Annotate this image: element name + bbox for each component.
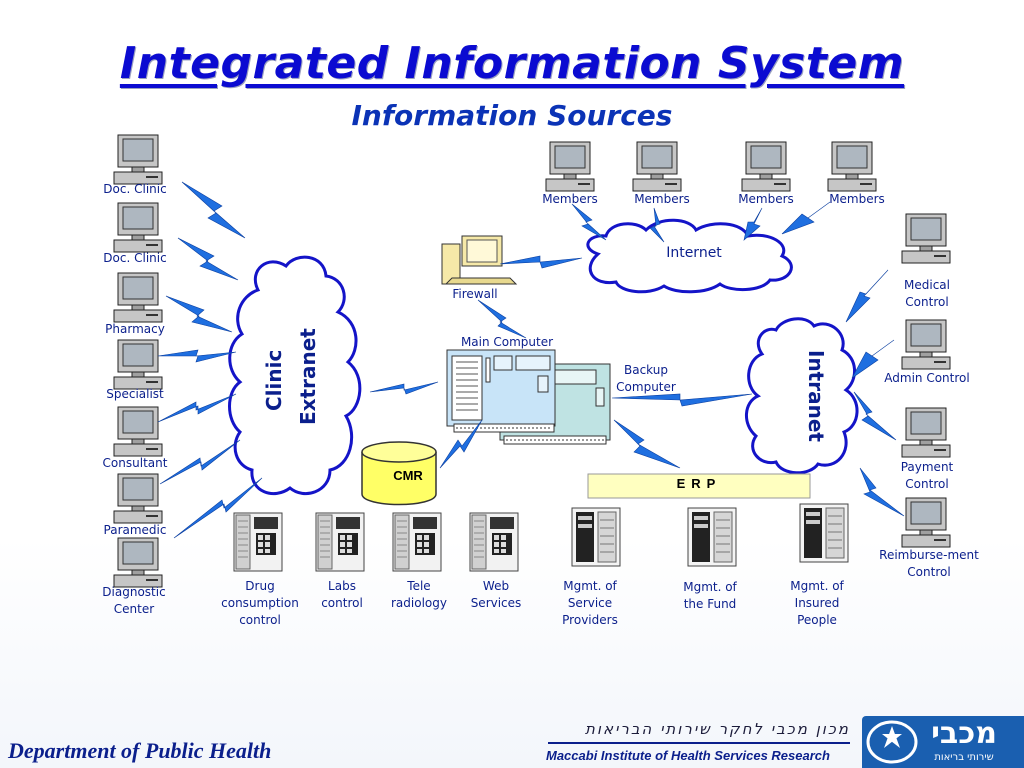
pc-icon: [632, 141, 682, 192]
pc-icon: [901, 497, 951, 548]
service-label-labs-control: Labs control: [321, 579, 363, 610]
clinic-extranet-label-line1: Clinic: [262, 349, 286, 411]
node-label-firewall: Firewall: [452, 287, 498, 301]
lightning-icon: [181, 181, 246, 239]
maccabi-star-icon: [866, 720, 918, 764]
intranet-cloud: [745, 317, 859, 475]
lightning-icon: [157, 393, 237, 423]
backup-computer-label: Backup Computer: [616, 363, 676, 394]
node-label-diagnostic-center: Diagnostic Center: [102, 585, 166, 616]
footer-divider: [548, 742, 850, 744]
pc-icon: [827, 141, 877, 192]
pc-icon: [113, 339, 163, 390]
service-label-tele-radiology: Tele radiology: [391, 579, 447, 610]
server-icon: [233, 512, 283, 572]
lightning-icon: [845, 269, 889, 323]
page-subtitle: Information Sources: [351, 99, 673, 132]
node-label-members: Members: [738, 192, 794, 206]
node-label-medical-control: Medical Control: [904, 278, 950, 309]
server-icon: [315, 512, 365, 572]
node-label-payment-control: Payment Control: [900, 460, 954, 491]
pc-icon: [113, 537, 163, 588]
service-label-web-services: Web Services: [470, 579, 522, 610]
institute-label: Maccabi Institute of Health Services Res…: [546, 748, 830, 763]
lightning-links: [157, 181, 905, 539]
pc-icon: [113, 202, 163, 253]
node-label-pharmacy: Pharmacy: [105, 322, 165, 336]
lightning-icon: [781, 201, 831, 235]
page-title: Integrated Information System: [119, 38, 905, 89]
lightning-icon: [613, 419, 681, 469]
node-label-reimbursement-control: Reimburse-ment Control: [879, 548, 979, 579]
server-icon: [469, 512, 519, 572]
erp-bar: [587, 473, 811, 499]
pc-icon: [901, 213, 951, 264]
node-label-members: Members: [829, 192, 885, 206]
maccabi-logo-subtext: שירותי בריאות: [934, 752, 994, 763]
cmr-label: CMR: [393, 468, 423, 483]
tower-icon: [687, 507, 737, 567]
pc-icon: [741, 141, 791, 192]
lightning-icon: [157, 349, 237, 363]
institute-hebrew-label: מכון מכבי לחקר שירותי הבריאות: [585, 720, 850, 738]
intranet-label: Intranet: [804, 350, 828, 442]
node-label-members: Members: [634, 192, 690, 206]
internet-cloud: [586, 218, 793, 294]
lightning-icon: [649, 207, 665, 243]
maccabi-logo-text: מכבי: [931, 716, 997, 751]
pc-icon: [113, 473, 163, 524]
department-label: Department of Public Health: [8, 738, 272, 763]
pc-icon: [113, 272, 163, 323]
clinic-extranet-cloud: [228, 255, 362, 496]
lightning-icon: [571, 203, 607, 241]
lightning-icon: [851, 339, 895, 379]
internet-label: Internet: [666, 245, 722, 261]
pc-icon: [545, 141, 595, 192]
lightning-icon: [369, 381, 439, 395]
lightning-icon: [165, 295, 233, 333]
mgmt-label-fund: Mgmt. of the Fund: [683, 580, 737, 611]
lightning-icon: [439, 419, 483, 469]
lightning-icon: [611, 393, 753, 407]
lightning-icon: [499, 255, 583, 269]
main-computer-icon: [446, 349, 556, 433]
mgmt-label-service-providers: Mgmt. of Service Providers: [562, 579, 618, 627]
node-label-doc-clinic: Doc. Clinic: [103, 251, 167, 265]
lightning-icon: [859, 467, 905, 517]
clinic-extranet-label-line2: Extranet: [296, 328, 320, 426]
pc-icon: [113, 134, 163, 185]
pc-icon: [901, 407, 951, 458]
tower-icon: [799, 503, 849, 563]
pc-icon: [901, 319, 951, 370]
tower-icon: [571, 507, 621, 567]
node-label-doc-clinic: Doc. Clinic: [103, 182, 167, 196]
node-label-members: Members: [542, 192, 598, 206]
node-label-paramedic: Paramedic: [103, 523, 167, 537]
firewall-computer-icon: [441, 235, 518, 285]
lightning-icon: [173, 477, 263, 539]
pc-icon: [113, 406, 163, 457]
node-label-consultant: Consultant: [102, 456, 168, 470]
cmr-database-icon: [361, 441, 437, 506]
service-label-drug-consumption: Drug consumption control: [221, 579, 299, 627]
main-computer-label: Main Computer: [460, 335, 554, 349]
lightning-icon: [853, 391, 897, 441]
erp-label: ERP: [676, 476, 722, 491]
lightning-icon: [743, 207, 763, 241]
server-icon: [392, 512, 442, 572]
node-label-specialist: Specialist: [106, 387, 164, 401]
lightning-icon: [477, 299, 527, 339]
lightning-icon: [159, 439, 241, 485]
lightning-icon: [177, 237, 239, 281]
mgmt-label-insured-people: Mgmt. of Insured People: [790, 579, 844, 627]
node-label-admin-control: Admin Control: [884, 371, 970, 385]
